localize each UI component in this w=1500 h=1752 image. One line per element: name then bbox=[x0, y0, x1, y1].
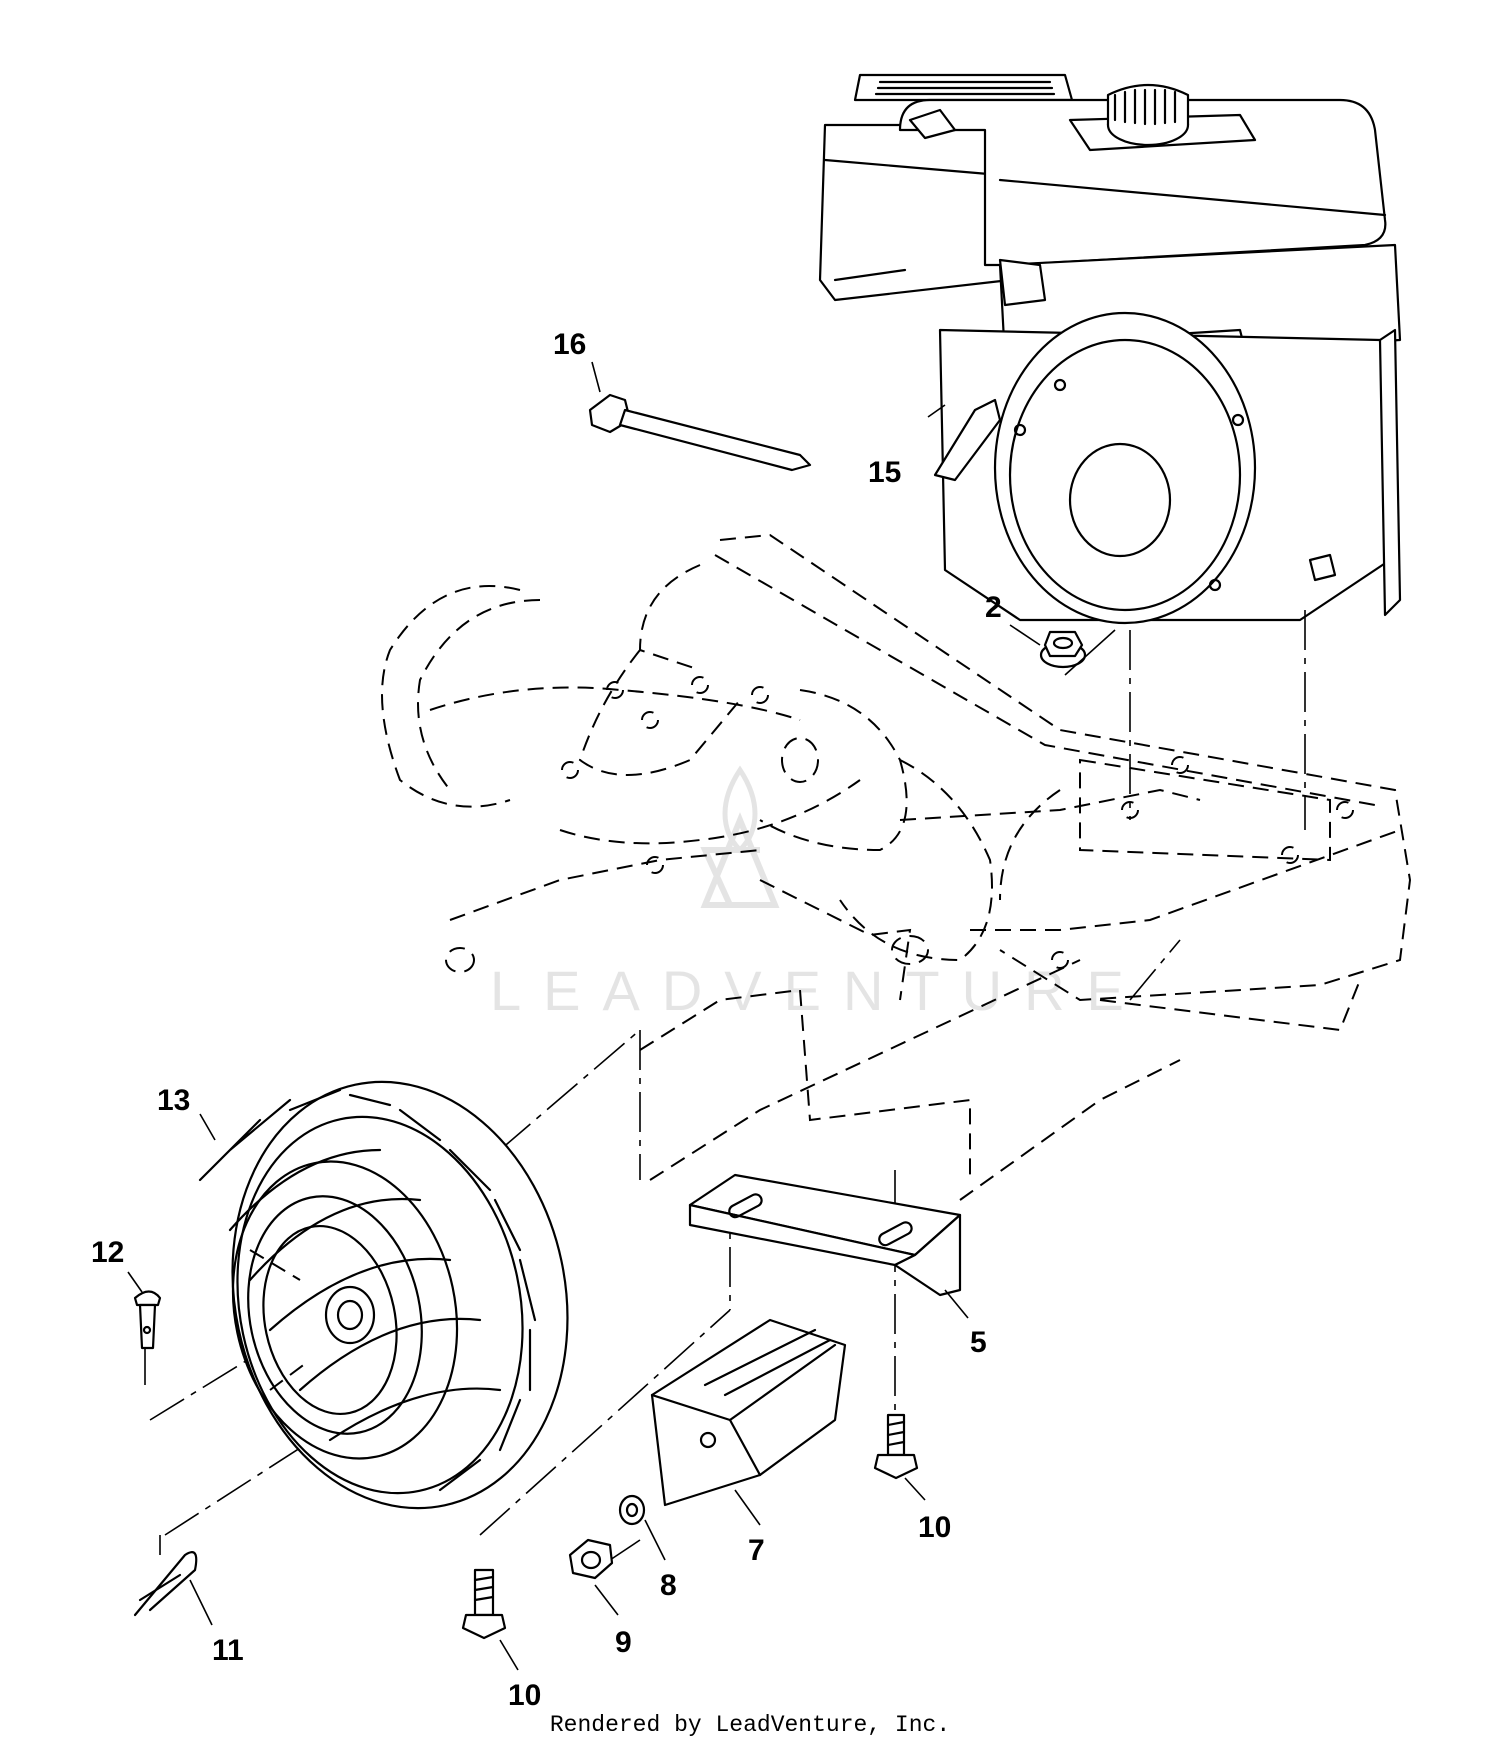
clevis-pin bbox=[133, 1290, 162, 1350]
weight-block bbox=[650, 1318, 847, 1507]
watermark-text: LEADVENTURE bbox=[490, 959, 1146, 1022]
tiller-frame-phantom bbox=[381, 533, 1412, 1201]
callout-2: 2 bbox=[985, 591, 1002, 624]
tiller-wheel bbox=[198, 1080, 569, 1510]
lock-washer bbox=[618, 1494, 646, 1526]
footer-credit: Rendered by LeadVenture, Inc. bbox=[549, 1712, 951, 1738]
callout-11: 11 bbox=[212, 1634, 244, 1667]
hairpin-clip bbox=[133, 1551, 198, 1617]
callout-10-right: 10 bbox=[918, 1511, 951, 1544]
hex-bolt-left bbox=[461, 1568, 507, 1640]
callout-13: 13 bbox=[157, 1084, 190, 1117]
callout-7: 7 bbox=[748, 1534, 765, 1567]
hex-bolt-right bbox=[873, 1413, 919, 1480]
callout-16: 16 bbox=[553, 328, 586, 361]
engine bbox=[818, 73, 1402, 625]
cable-tie bbox=[588, 393, 812, 472]
callout-5: 5 bbox=[970, 1326, 987, 1359]
callout-9: 9 bbox=[615, 1626, 632, 1659]
callout-15: 15 bbox=[868, 456, 901, 489]
flange-nut bbox=[1039, 630, 1087, 669]
watermark: LEADVENTURE bbox=[490, 765, 1146, 1022]
hex-nut bbox=[568, 1538, 614, 1580]
mounting-bracket bbox=[688, 1173, 962, 1297]
callout-10-lower: 10 bbox=[508, 1679, 541, 1712]
callout-8: 8 bbox=[660, 1569, 677, 1602]
callout-12: 12 bbox=[91, 1236, 124, 1269]
